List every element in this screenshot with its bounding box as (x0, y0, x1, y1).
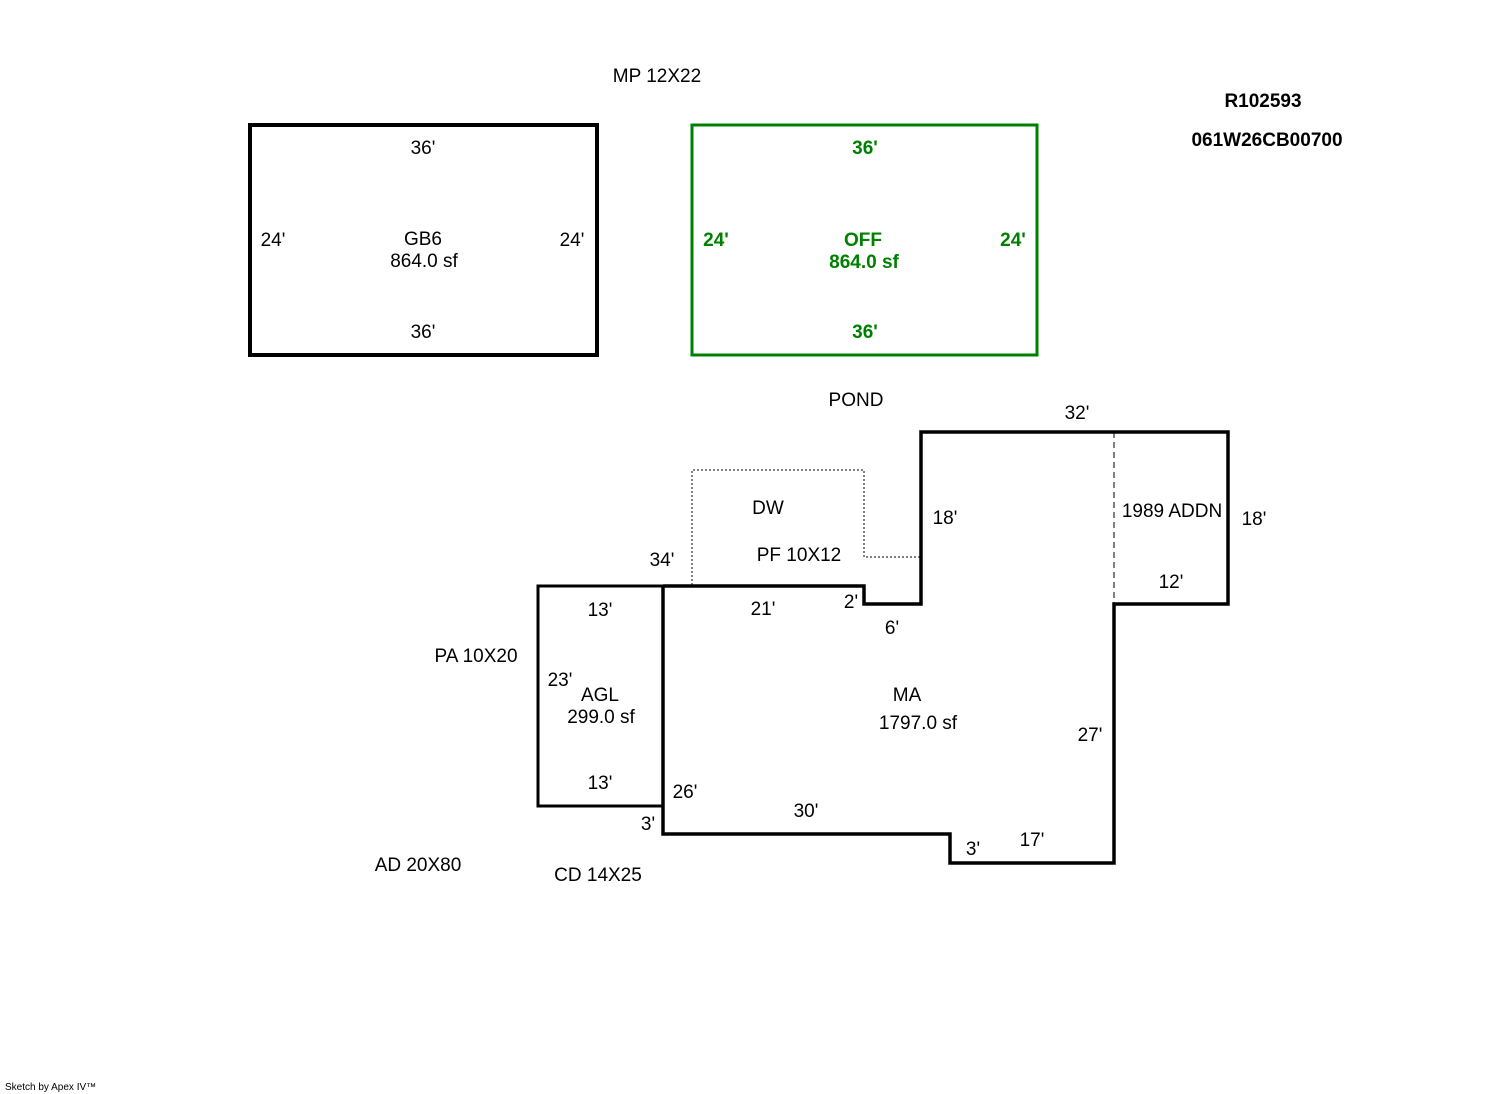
ma-dim-right-main: 27' (1078, 725, 1103, 746)
ma-dim-notch-small: 2' (844, 592, 858, 613)
ma-dim-top-main: 21' (751, 599, 776, 620)
ma-dim-step-left: 3' (641, 814, 655, 835)
agl-area: 299.0 sf (567, 707, 635, 728)
pa-label: PA 10X20 (434, 646, 517, 667)
gb6-right-dim: 24' (560, 230, 585, 251)
ma-area: 1797.0 sf (879, 713, 958, 734)
dw-label: DW (752, 498, 784, 519)
gb6-left-dim: 24' (261, 230, 286, 251)
gb6-area: 864.0 sf (390, 251, 458, 272)
off-left-dim: 24' (703, 230, 729, 251)
cd-label: CD 14X25 (554, 865, 642, 886)
ad-label: AD 20X80 (375, 855, 462, 876)
agl-top-dim: 13' (588, 600, 613, 621)
gb6-top-dim: 36' (411, 138, 436, 159)
ma-dim-addn-bottom: 12' (1159, 572, 1184, 593)
pf-label: PF 10X12 (757, 545, 842, 566)
mp-label: MP 12X22 (613, 66, 701, 87)
dw-dim: 34' (650, 550, 675, 571)
ma-dim-top-addn: 32' (1065, 403, 1090, 424)
ma-dim-left-main: 26' (673, 782, 698, 803)
parcel-id: R102593 (1224, 91, 1301, 112)
off-bottom-dim: 36' (852, 322, 878, 343)
gb6-name: GB6 (404, 229, 442, 250)
addn-label: 1989 ADDN (1122, 501, 1222, 522)
dw-outline (691, 469, 921, 585)
ma-dim-left-upper: 18' (933, 508, 958, 529)
off-top-dim: 36' (852, 138, 878, 159)
gb6-bottom-dim: 36' (411, 322, 436, 343)
gb6-outline (248, 123, 599, 357)
ma-dim-bottom-right: 17' (1020, 830, 1045, 851)
pond-label: POND (829, 390, 884, 411)
credit-label: Sketch by Apex IV™ (5, 1082, 96, 1093)
agl-bottom-dim: 13' (588, 773, 613, 794)
agl-name: AGL (581, 685, 619, 706)
ma-dim-step-small: 3' (966, 839, 980, 860)
ma-outline (661, 430, 1230, 865)
ma-name: MA (893, 685, 922, 706)
map-number: 061W26CB00700 (1191, 130, 1342, 151)
off-right-dim: 24' (1000, 230, 1026, 251)
ma-dim-right-addn: 18' (1242, 509, 1267, 530)
agl-outline (536, 584, 665, 808)
ma-dim-notch-bottom: 6' (885, 618, 899, 639)
off-outline (690, 123, 1039, 357)
agl-left-dim: 23' (548, 670, 573, 691)
off-name: OFF (844, 230, 882, 251)
ma-dim-bottom-main: 30' (794, 801, 819, 822)
off-area: 864.0 sf (829, 252, 899, 273)
